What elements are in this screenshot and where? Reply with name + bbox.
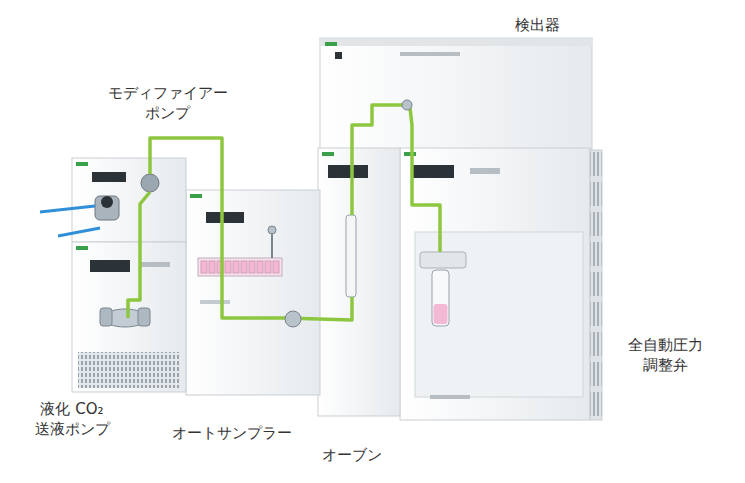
modifier-pump-label: モディファイアー ポンプ <box>100 84 235 123</box>
co2-pump-label: 液化 CO₂ 送液ポンプ <box>18 400 126 439</box>
pressure-regulator-module <box>400 148 602 420</box>
pump-stack <box>72 158 186 392</box>
oven-module <box>318 148 400 416</box>
autosampler-module <box>186 190 320 395</box>
pressure-valve-label: 全自動圧力 調整弁 <box>618 336 713 375</box>
autosampler-label: オートサンプラー <box>172 424 292 444</box>
detector-label: 検出器 <box>515 16 560 36</box>
oven-label: オーブン <box>322 446 382 466</box>
tubing <box>40 100 440 327</box>
detector-module <box>320 38 592 150</box>
